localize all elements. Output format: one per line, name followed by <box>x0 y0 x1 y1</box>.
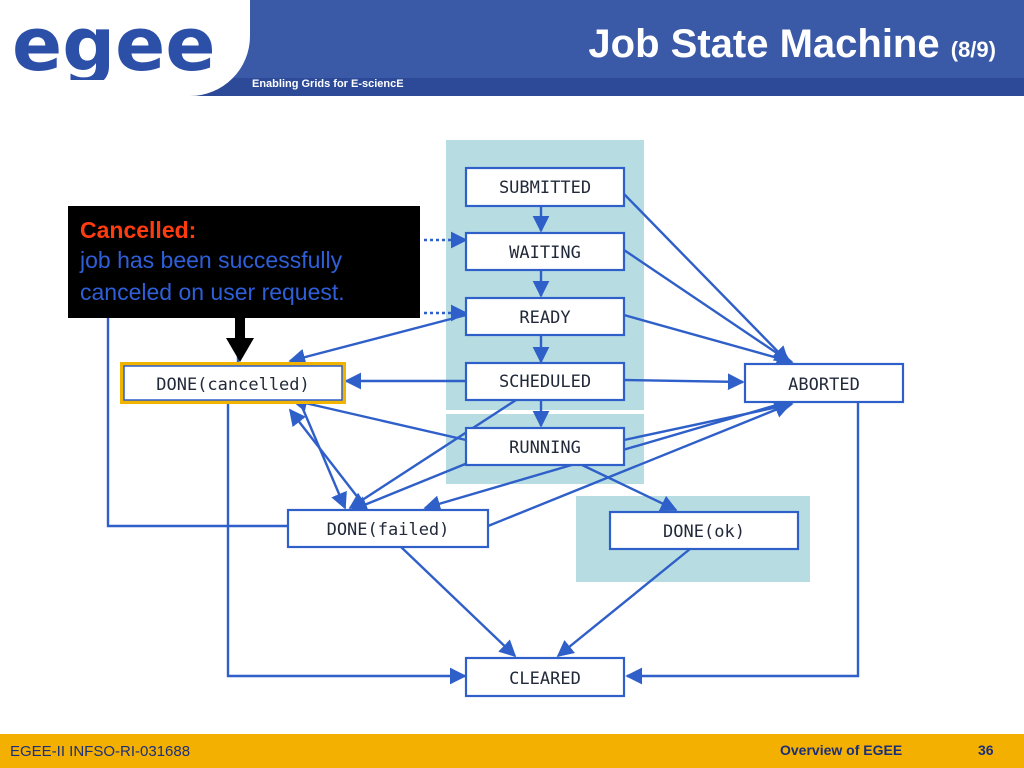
state-waiting-label: WAITING <box>509 243 581 263</box>
arrow-ready-cancelled <box>288 313 467 366</box>
state-done-cancelled-label: DONE(cancelled) <box>156 375 310 395</box>
arrow-running-ok <box>579 462 678 512</box>
page-title: Job State Machine (8/9) <box>588 22 996 67</box>
cancelled-callout: Cancelled: job has been successfully can… <box>68 206 420 318</box>
arrow-aborted-cleared <box>625 402 860 685</box>
arrow-ok-cleared <box>556 548 691 658</box>
state-running-box <box>464 426 626 467</box>
arrow-failed-aborted <box>487 401 792 528</box>
state-cleared-label: CLEARED <box>509 669 581 689</box>
state-ready-label: READY <box>519 308 570 328</box>
footer-project-id: EGEE-II INFSO-RI-031688 <box>10 743 191 760</box>
state-scheduled-label: SCHEDULED <box>499 372 591 392</box>
state-done-failed-label: DONE(failed) <box>327 520 450 540</box>
logo-background <box>0 0 250 96</box>
arrow-running-failed <box>350 456 481 513</box>
slide-footer: EGEE-II INFSO-RI-031688 Overview of EGEE… <box>0 734 1024 768</box>
arrow-cancelled-cleared <box>226 404 467 685</box>
arrow-running-aborted <box>623 398 794 442</box>
arrow-failed-cleared <box>399 545 517 658</box>
line-failed-loop <box>106 280 290 528</box>
arrow-failed-cancelled <box>288 408 367 509</box>
state-ready-box <box>464 296 626 337</box>
title-main: Job State Machine <box>588 22 940 66</box>
callout-line-2: canceled on user request. <box>80 279 345 305</box>
state-done-ok-box <box>608 510 800 551</box>
state-scheduled-box <box>464 361 626 402</box>
state-done-cancelled-box <box>123 365 343 401</box>
state-cleared-box <box>464 656 626 698</box>
state-done-ok-label: DONE(ok) <box>663 522 745 542</box>
state-submitted-box <box>464 166 626 208</box>
egee-logo: egee <box>12 8 216 80</box>
pointer-arrow-head <box>226 338 254 362</box>
logo-text: egee <box>12 8 216 80</box>
title-sub: (8/9) <box>950 37 996 62</box>
header-bar-bottom <box>0 78 1024 96</box>
arrow-scheduled-failed <box>348 398 517 510</box>
callout-title: Cancelled: <box>80 217 197 243</box>
state-running-label: RUNNING <box>509 438 581 458</box>
state-waiting-box <box>464 231 626 272</box>
state-aborted-box <box>743 362 905 404</box>
arrow-cancelled-failed <box>298 401 347 510</box>
arrow-waiting-aborted <box>623 249 792 363</box>
arrow-submitted-aborted <box>623 193 790 364</box>
footer-section-title: Overview of EGEE <box>780 742 903 758</box>
state-aborted-label: ABORTED <box>788 375 860 395</box>
callout-line-1: job has been successfully <box>80 247 343 273</box>
state-done-failed-box <box>286 508 490 549</box>
arrow-running-cancelled <box>290 395 467 442</box>
slide-header: egee Enabling Grids for E-sciencE Job St… <box>0 0 1024 96</box>
tagline: Enabling Grids for E-sciencE <box>252 78 404 90</box>
arrow-scheduled-aborted <box>623 373 745 391</box>
state-submitted-label: SUBMITTED <box>499 178 591 198</box>
arrow-ready-aborted <box>623 313 794 367</box>
state-machine-diagram: SUBMITTED WAITING READY SCHEDULED RUNNIN… <box>98 124 1020 708</box>
pointer-arrow-shaft <box>235 318 245 342</box>
footer-page-number: 36 <box>978 742 994 758</box>
